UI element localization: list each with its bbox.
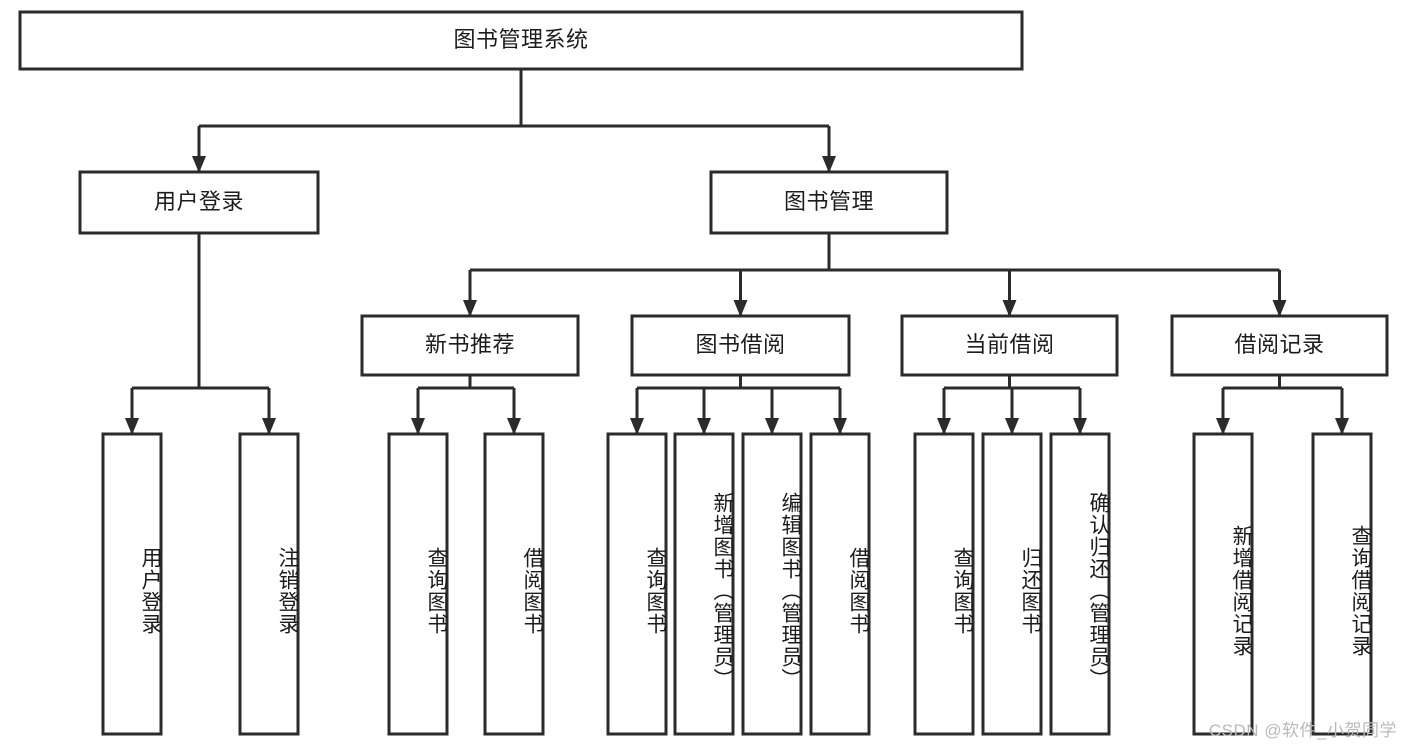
node-box-user-login[interactable]: [78, 170, 320, 235]
node-box-leaf-add-book[interactable]: [673, 432, 735, 736]
node-box-leaf-user-login[interactable]: [101, 432, 163, 736]
connector-arrowhead: [630, 418, 644, 435]
node-box-book-borrow[interactable]: [630, 314, 851, 377]
connector-arrowhead: [1216, 418, 1230, 435]
connector-arrowhead: [192, 156, 206, 173]
node-box-leaf-user-logout[interactable]: [238, 432, 300, 736]
node-box-leaf-borrow-book-1[interactable]: [483, 432, 545, 736]
connector-arrowhead: [833, 418, 847, 435]
connector-arrowhead: [1073, 418, 1087, 435]
connector-arrowhead: [697, 418, 711, 435]
connector-arrowhead: [411, 418, 425, 435]
node-boxes-layer: [18, 10, 1389, 736]
node-box-current-borrow[interactable]: [900, 314, 1119, 377]
connector-arrowhead: [822, 156, 836, 173]
connector-arrowhead: [765, 418, 779, 435]
connector-arrowhead: [507, 418, 521, 435]
connector-arrowhead: [733, 300, 748, 317]
connector-arrowhead: [1272, 300, 1287, 317]
node-box-leaf-query-record[interactable]: [1311, 432, 1373, 736]
node-box-leaf-edit-book[interactable]: [741, 432, 803, 736]
node-box-leaf-borrow-book-2[interactable]: [809, 432, 871, 736]
node-box-leaf-return-book[interactable]: [981, 432, 1043, 736]
connector-arrowhead: [1005, 418, 1019, 435]
connector-arrowhead: [1335, 418, 1349, 435]
connector-arrowhead: [1002, 300, 1017, 317]
connector-arrowhead: [125, 418, 139, 435]
connectors-layer: [125, 69, 1349, 435]
connector-arrowhead: [262, 418, 276, 435]
node-box-leaf-query-book-3[interactable]: [913, 432, 975, 736]
node-box-leaf-query-book-1[interactable]: [387, 432, 449, 736]
node-box-root[interactable]: [18, 10, 1024, 71]
node-box-book-manage[interactable]: [709, 170, 949, 235]
node-box-leaf-add-record[interactable]: [1192, 432, 1254, 736]
node-box-new-book-rec[interactable]: [360, 314, 580, 377]
node-box-leaf-query-book-2[interactable]: [606, 432, 668, 736]
node-box-borrow-record[interactable]: [1170, 314, 1389, 377]
watermark-text: CSDN @软件_小贺同学: [1208, 721, 1397, 740]
node-box-leaf-confirm-return[interactable]: [1049, 432, 1111, 736]
connector-arrowhead: [937, 418, 951, 435]
connector-arrowhead: [463, 300, 477, 317]
